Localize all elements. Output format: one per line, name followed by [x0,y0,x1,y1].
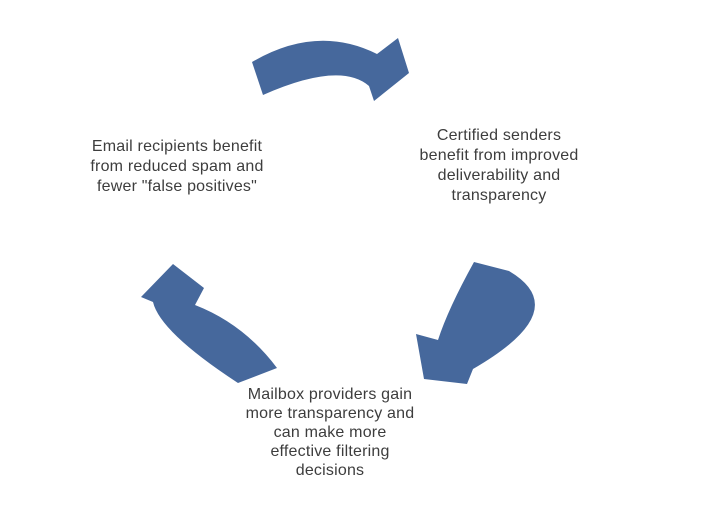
node-text-line: can make more [273,424,387,441]
node-text-line: Email recipients benefit [91,138,263,155]
node-text-line: deliverability and [437,167,561,184]
curved-arrow-right-icon [248,30,413,110]
node-text-line: transparency [451,187,547,204]
curved-arrow-down-left-icon [415,245,535,386]
node-text-line: Certified senders [436,127,562,144]
node-text-line: from reduced spam and [90,158,264,175]
node-text-line: benefit from improved [419,147,579,164]
node-email-recipients: Email recipients benefit from reduced sp… [72,137,282,197]
node-text-line: fewer "false positives" [96,178,258,195]
curved-arrow-up-left-icon [138,252,280,396]
node-text-line: Mailbox providers gain [247,386,413,403]
node-mailbox-providers: Mailbox providers gain more transparency… [222,385,438,480]
curved-arrow-up-left-shape [141,264,277,383]
node-text-line: effective filtering [270,443,390,460]
node-text-line: more transparency and [245,405,415,422]
node-text-line: decisions [295,462,365,479]
curved-arrow-right-shape [252,38,409,101]
curved-arrow-down-left-shape [416,262,535,384]
node-certified-senders: Certified senders benefit from improved … [394,126,604,206]
